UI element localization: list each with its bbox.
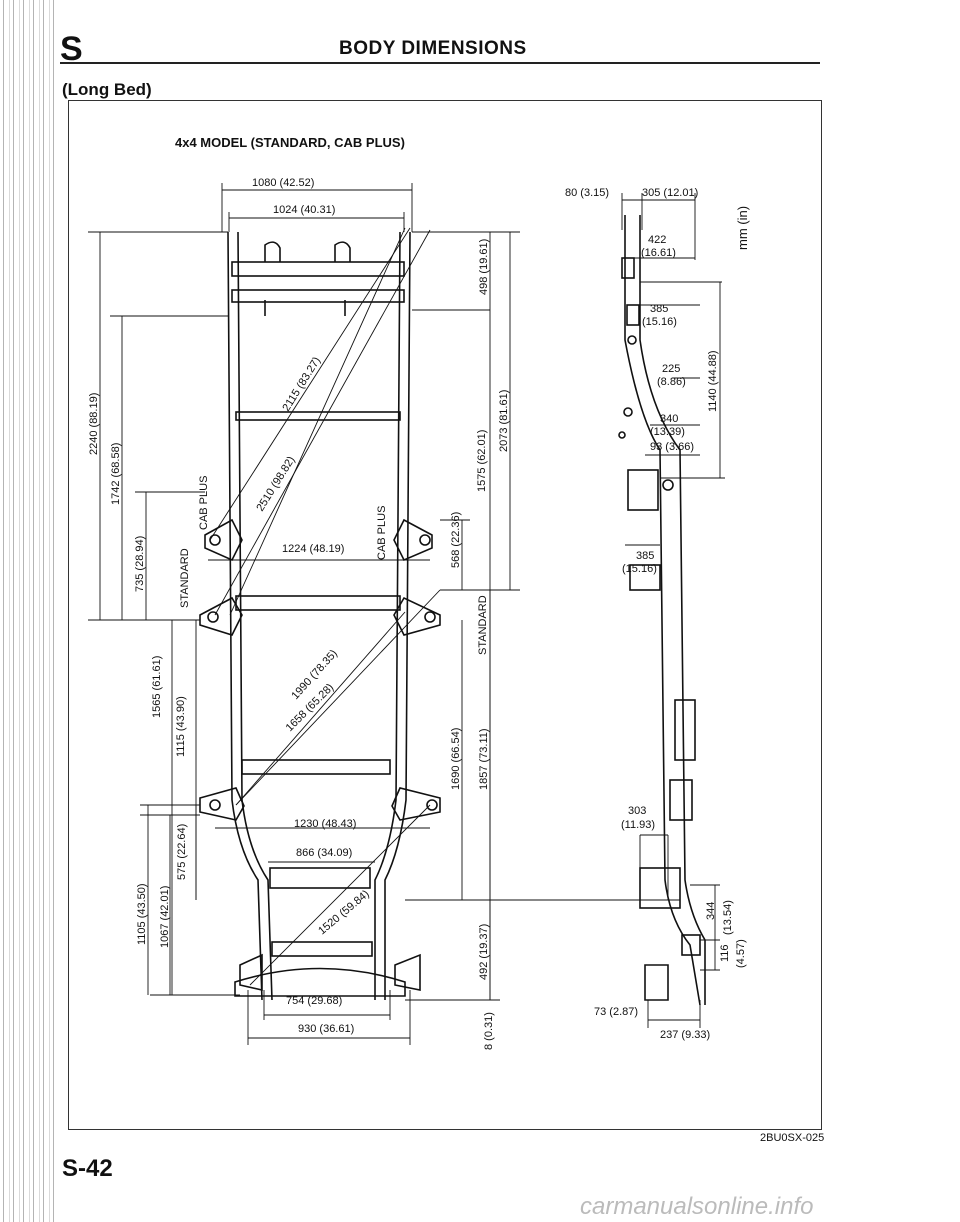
dim-735: 735 (28.94) bbox=[134, 536, 146, 592]
dim-754: 754 (29.68) bbox=[286, 995, 342, 1007]
left-rail-inner bbox=[237, 231, 273, 1001]
dim-568: 568 (22.36) bbox=[450, 512, 462, 568]
dim-2510: 2510 (98.82) bbox=[254, 454, 297, 513]
mount-right-1 bbox=[393, 518, 433, 562]
dim-1024: 1024 (40.31) bbox=[273, 204, 335, 216]
crossmember-4 bbox=[235, 595, 401, 611]
dim-1520: 1520 (59.84) bbox=[316, 888, 372, 937]
dim-2240: 2240 (88.19) bbox=[88, 393, 100, 455]
dim-1224: 1224 (48.19) bbox=[282, 543, 344, 555]
left-rail bbox=[227, 231, 263, 1001]
dim-1105: 1105 (43.50) bbox=[136, 883, 148, 945]
dim-1690: 1690 (66.54) bbox=[450, 728, 462, 790]
page-title: BODY DIMENSIONS bbox=[339, 38, 527, 59]
dim-1575: 1575 (62.01) bbox=[476, 430, 488, 492]
dim-344: 344 bbox=[705, 902, 717, 920]
page-number: S-42 bbox=[62, 1155, 113, 1182]
dim-1230: 1230 (48.43) bbox=[294, 818, 356, 830]
dim-385-c: 385 bbox=[636, 550, 654, 562]
dim-1067: 1067 (42.01) bbox=[159, 886, 171, 948]
scan-binding-edge bbox=[0, 0, 58, 1222]
dim-303-in: (11.93) bbox=[621, 819, 655, 831]
mount-left-1 bbox=[204, 518, 243, 562]
standard-label-left: STANDARD bbox=[179, 548, 191, 608]
crossmember-7 bbox=[271, 941, 373, 957]
mount-right-3 bbox=[391, 787, 441, 821]
mount-left-2 bbox=[199, 596, 243, 636]
dim-80: 80 (3.15) bbox=[565, 187, 609, 199]
dim-422: 422 bbox=[648, 234, 666, 246]
dim-1115: 1115 (43.90) bbox=[175, 696, 187, 757]
dim-93: 93 (3.66) bbox=[650, 441, 694, 453]
dim-8: 8 (0.31) bbox=[483, 1012, 495, 1050]
standard-label-right: STANDARD bbox=[477, 595, 489, 655]
crossmember-5 bbox=[241, 759, 391, 775]
side-rail-top bbox=[624, 215, 701, 1006]
dim-2073: 2073 (81.61) bbox=[498, 390, 510, 452]
cab-plus-label-left: CAB PLUS bbox=[198, 476, 210, 530]
dim-422-in: (16.61) bbox=[641, 247, 676, 259]
crossmember-3 bbox=[235, 411, 401, 421]
dim-575: 575 (22.64) bbox=[176, 824, 188, 880]
figure-frame bbox=[68, 100, 822, 1130]
header-rule bbox=[60, 62, 820, 64]
model-heading: 4x4 MODEL (STANDARD, CAB PLUS) bbox=[175, 135, 405, 150]
figure-reference: 2BU0SX-025 bbox=[760, 1132, 825, 1144]
dim-344-in: (13.54) bbox=[722, 900, 734, 935]
dim-303: 303 bbox=[628, 805, 646, 817]
section-letter: S bbox=[60, 30, 83, 68]
dim-1140: 1140 (44.88) bbox=[707, 350, 719, 412]
dim-116: 116 bbox=[719, 944, 731, 962]
dim-116-in: (4.57) bbox=[735, 939, 747, 968]
dim-1857: 1857 (73.11) bbox=[478, 728, 490, 790]
right-rail bbox=[384, 231, 411, 1000]
dim-340-in: (13.39) bbox=[650, 426, 685, 438]
dim-1742: 1742 (68.58) bbox=[110, 443, 122, 505]
dim-1080: 1080 (42.52) bbox=[252, 177, 314, 189]
crossmember-6 bbox=[269, 867, 371, 889]
dim-492: 492 (19.37) bbox=[478, 924, 490, 980]
cab-plus-label-right: CAB PLUS bbox=[376, 506, 388, 560]
dim-866: 866 (34.09) bbox=[296, 847, 352, 859]
rear-mount-right bbox=[394, 953, 421, 991]
rear-mount-left bbox=[239, 953, 263, 992]
crossmember-2 bbox=[231, 289, 405, 303]
mount-right-2 bbox=[393, 596, 441, 636]
dim-305: 305 (12.01) bbox=[642, 187, 698, 199]
dim-225-in: (8.86) bbox=[657, 376, 686, 388]
side-rail-bottom bbox=[639, 215, 706, 1005]
mount-left-3 bbox=[199, 787, 245, 821]
dim-385-c-in: (15.16) bbox=[622, 563, 657, 575]
dim-2115: 2115 (83.27) bbox=[280, 355, 323, 414]
subtitle: (Long Bed) bbox=[62, 80, 152, 99]
dim-73: 73 (2.87) bbox=[594, 1006, 638, 1018]
dim-340: 340 bbox=[660, 413, 678, 425]
dim-1565: 1565 (61.61) bbox=[151, 656, 163, 718]
right-rail-inner bbox=[374, 231, 401, 1000]
dim-225: 225 bbox=[662, 363, 680, 375]
dim-385: 385 bbox=[650, 303, 668, 315]
dim-498: 498 (19.61) bbox=[478, 239, 490, 295]
watermark: carmanualsonline.info bbox=[580, 1193, 814, 1220]
dim-930: 930 (36.61) bbox=[298, 1023, 354, 1035]
crossmember-1 bbox=[231, 261, 405, 277]
dim-237: 237 (9.33) bbox=[660, 1029, 710, 1041]
dim-385-in: (15.16) bbox=[642, 316, 677, 328]
